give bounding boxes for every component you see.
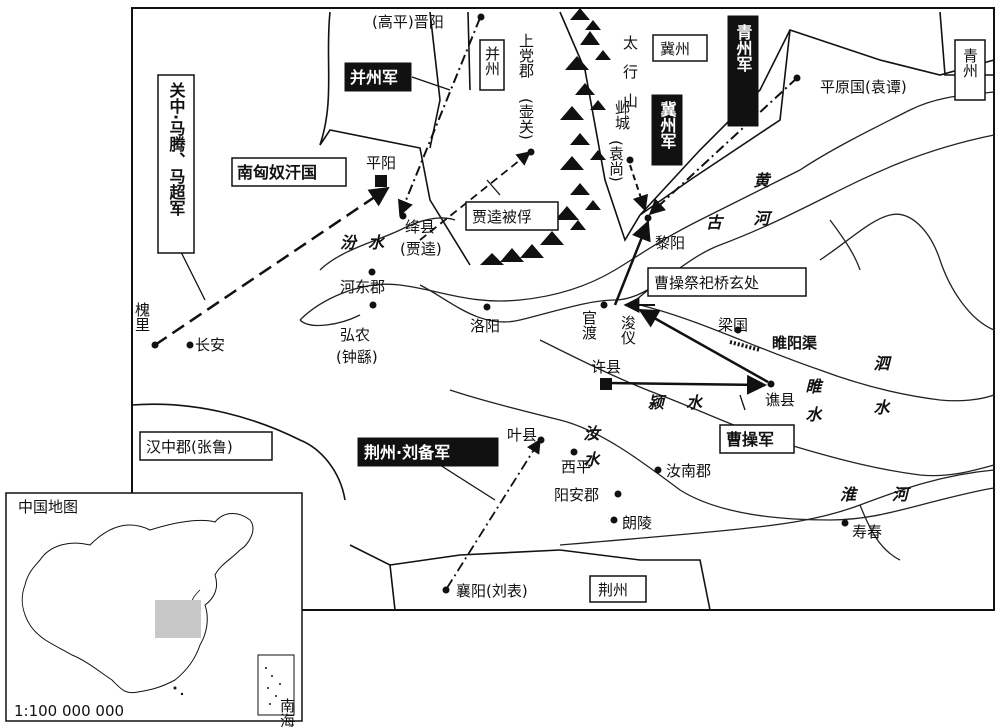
army-caocao: 曹操军 (726, 430, 774, 449)
inset-map: 中国地图 南海诸岛 1:100 000 000 (5, 492, 303, 727)
city-xiping: 西平 (561, 458, 591, 476)
feature-labels: 太行山 汾水 黄河 古 泗水 睢水 汝水 颍水 淮河 睢阳渠 (340, 35, 944, 504)
route-guanzhong (154, 186, 390, 347)
city-yexian: 叶县 (507, 426, 537, 444)
city-xuxian: 许县 (591, 358, 621, 376)
city-yecheng: 邺城 (613, 100, 631, 131)
routes (154, 17, 798, 589)
feature-ying-river: 颍水 (648, 393, 724, 412)
region-bingzhou: 并州 (483, 46, 501, 76)
route-caocao-2 (638, 308, 769, 384)
army-guanzhong: 关中·马腾、马超军 (167, 81, 187, 217)
sui-river (639, 304, 995, 402)
city-yangan: 阳安郡 (554, 486, 599, 504)
annotation-caocao-sacrifice: 曹操祭祀桥玄处 (654, 274, 759, 292)
army-jizhou: 冀州军 (658, 100, 678, 150)
route-bingzhou (398, 17, 481, 217)
suiyang-canal (729, 340, 761, 352)
feature-taihang: 太行山 (621, 35, 639, 122)
city-pingyuan: 平原国(袁谭) (820, 78, 907, 96)
region-qingzhou: 青州 (961, 48, 979, 78)
inset-title: 中国地图 (18, 498, 78, 516)
route-jiakui (419, 151, 532, 241)
army-labels: 并州军 关中·马腾、马超军 青州军 冀州军 荆州·刘备军 曹操军 南匈奴汗国 (157, 15, 795, 467)
feature-sui-river: 睢水 (803, 378, 822, 434)
region-labels: 并州 冀州 青州 荆州 汉中郡(张鲁) (139, 34, 986, 603)
feature-huai-river: 淮河 (840, 485, 944, 504)
region-jingzhou: 荆州 (598, 581, 628, 599)
city-yecheng-sub: (袁尚) (607, 140, 625, 182)
huai-river (559, 469, 995, 546)
city-hongnong-sub: (钟繇) (336, 348, 378, 366)
route-caocao-3 (613, 220, 651, 306)
city-guandu: 官渡 (580, 310, 598, 340)
army-qingzhou: 青州军 (734, 23, 754, 73)
city-junyi: 浚仪 (619, 315, 637, 345)
feature-ancient: 古 (706, 213, 725, 232)
city-runan: 汝南郡 (666, 462, 711, 480)
feature-fen-river: 汾水 (340, 233, 396, 252)
annotations: 贾逵被俘 曹操祭祀桥玄处 (465, 201, 807, 297)
city-jinyang: (高平)晋阳 (372, 13, 444, 31)
china-outline (21, 513, 254, 694)
city-changan: 长安 (195, 336, 225, 354)
inset-scale: 1:100 000 000 (14, 702, 124, 720)
annotation-jiakui-captured: 贾逵被俘 (472, 208, 532, 226)
yellow-river-south (419, 134, 995, 323)
army-bingzhou: 并州军 (350, 68, 398, 87)
feature-yellow-river: 黄河 (751, 172, 770, 248)
region-hanzhong: 汉中郡(张鲁) (146, 438, 233, 456)
city-pingyang: 平阳 (366, 154, 396, 172)
city-guanli: 槐里 (133, 302, 151, 332)
city-qiaoxian: 谯县 (765, 391, 795, 409)
route-qingzhou (648, 77, 798, 216)
south-sea-label: 南海诸岛 (278, 698, 296, 727)
inset-highlight (155, 600, 201, 638)
region-jizhou: 冀州 (660, 40, 690, 58)
route-caocao-1 (607, 374, 767, 395)
feature-ru-river: 汝水 (581, 425, 600, 477)
city-langling: 朗陵 (622, 514, 652, 532)
city-labels: (高平)晋阳 平阳 绛县 (贾逵) 河东郡 弘农 (钟繇) 洛阳 槐里 长安 上… (133, 13, 907, 600)
city-xiangyang: 襄阳(刘表) (456, 582, 528, 600)
city-hedong: 河东郡 (340, 278, 385, 296)
city-luoyang: 洛阳 (470, 317, 500, 335)
city-hongnong: 弘农 (340, 326, 370, 344)
city-shouchun: 寿春 (852, 523, 882, 541)
city-markers (151, 13, 849, 594)
city-shangdang: 上党郡 (517, 33, 535, 78)
city-jiangxian: 绛县 (405, 218, 435, 236)
route-jizhou (629, 164, 649, 212)
route-liubei (446, 438, 541, 589)
south-sea-box (257, 654, 295, 716)
city-shangdang-sub: (壶关) (517, 98, 535, 140)
feature-suiyang-canal: 睢阳渠 (772, 334, 817, 352)
si-river (819, 213, 995, 331)
feature-si-river: 泗水 (871, 355, 890, 443)
yellow-river (299, 91, 995, 321)
ru-river (449, 389, 995, 521)
army-liubei: 荆州·刘备军 (364, 443, 450, 462)
nanxiongnu-label: 南匈奴汗国 (237, 163, 317, 182)
city-liangguo: 梁国 (718, 316, 748, 334)
city-liyang: 黎阳 (655, 234, 685, 252)
fen-river (319, 217, 456, 271)
city-jiangxian-sub: (贾逵) (400, 240, 442, 258)
